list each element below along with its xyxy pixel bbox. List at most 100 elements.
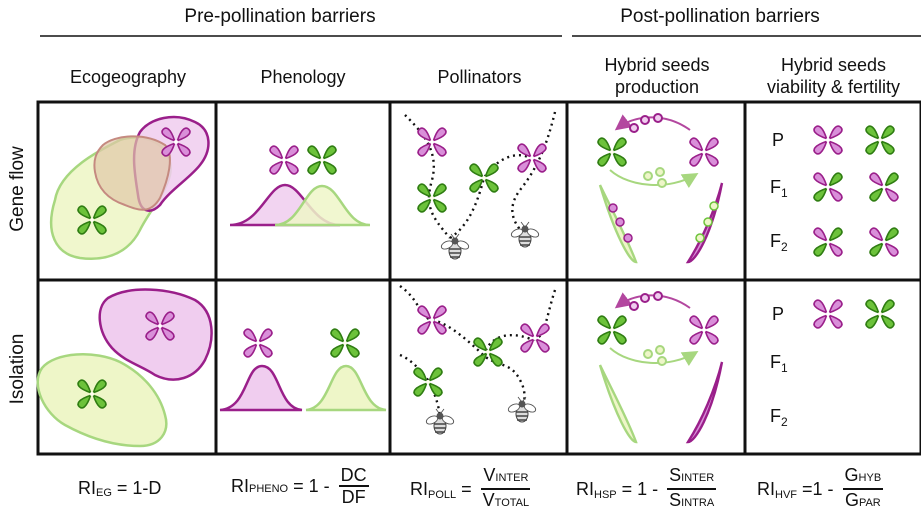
formula-hsp-sub: HSP xyxy=(594,489,617,501)
formula-pheno-den: DF xyxy=(341,487,366,507)
grid xyxy=(36,100,921,456)
green-flower-icon xyxy=(863,123,897,157)
formula-hvf-den-base: G xyxy=(844,490,859,510)
green-flower-icon xyxy=(305,143,339,177)
gen-f1-sub: 1 xyxy=(781,186,788,200)
bee-icon xyxy=(506,396,538,423)
formula-hsp-num-sub: INTER xyxy=(681,472,715,484)
formula-hvf-num: GHYB xyxy=(842,465,884,490)
formula-pheno-ri: RI xyxy=(231,475,249,496)
green-flower-icon xyxy=(411,365,445,399)
pre-pollination-header: Pre-pollination barriers xyxy=(184,6,376,27)
formula-poll-den-base: V xyxy=(482,490,495,510)
hvf-isolation xyxy=(811,297,897,331)
column-hybrid-seeds-viability: Hybrid seeds viability & fertility xyxy=(746,54,921,98)
formula-hsp-num-base: S xyxy=(669,465,682,485)
formula-poll-ri: RI xyxy=(410,478,428,499)
formula-eg-ri: RI xyxy=(78,478,96,498)
green-flower-icon xyxy=(467,161,501,195)
phenology-geneflow xyxy=(229,143,371,227)
green-flower-icon xyxy=(328,326,362,360)
formula-poll-den: VTOTAL xyxy=(481,490,531,513)
gen-p-geneflow: P xyxy=(772,130,785,150)
formula-hsp-den-base: S xyxy=(669,490,682,510)
gen-f1-sub: 1 xyxy=(781,361,788,375)
bee-icon xyxy=(509,221,541,248)
purple-flower-icon xyxy=(518,321,552,355)
gen-p-isolation: P xyxy=(772,304,785,324)
purple-flower-icon xyxy=(415,303,449,337)
column-hybrid-seeds-production: Hybrid seeds production xyxy=(568,54,746,98)
formula-hsp-fraction: SINTER SINTRA xyxy=(667,465,717,513)
green-flower-icon xyxy=(471,335,505,369)
gen-f1-base: F xyxy=(770,177,781,197)
formula-hsp-den-sub: INTRA xyxy=(681,497,715,509)
hvf-geneflow xyxy=(811,123,901,259)
formula-hsp-num: SINTER xyxy=(667,465,717,490)
formula-hsp-ri: RI xyxy=(576,478,594,499)
column-hsp-line1: Hybrid seeds xyxy=(604,55,710,75)
formula-hvf-den-sub: PAR xyxy=(858,497,881,509)
formula-hvf-num-sub: HYB xyxy=(858,472,882,484)
ecogeo-geneflow xyxy=(50,115,210,261)
formula-poll-sub: POLL xyxy=(428,489,457,501)
formula-hvf-ri: RI xyxy=(757,478,775,499)
formula-poll-num-sub: INTER xyxy=(495,472,529,484)
purple-flower-icon xyxy=(687,313,721,347)
formula-hsp-den: SINTRA xyxy=(667,490,716,513)
formula-hvf-rhs: =1 - xyxy=(797,478,839,499)
purple-flower-icon xyxy=(415,125,449,159)
formula-hvf-den: GPAR xyxy=(843,490,883,513)
gen-f1-base: F xyxy=(770,352,781,372)
column-hvf-line2: viability & fertility xyxy=(766,77,901,97)
formula-pheno-fraction: DC DF xyxy=(338,465,369,507)
pollinators-geneflow xyxy=(404,111,557,260)
formula-pheno-rhs: = 1 - xyxy=(288,475,335,496)
purple-flower-icon xyxy=(811,297,845,331)
formula-poll-rhs: = xyxy=(456,478,477,499)
purple-flower-icon xyxy=(267,143,301,177)
green-flower-icon xyxy=(415,181,449,215)
gen-f1-isolation: F1 xyxy=(770,352,788,375)
ecogeo-isolation xyxy=(36,288,213,448)
hybrid-flower-icon xyxy=(867,170,901,204)
purple-flower-icon xyxy=(241,326,275,360)
column-phenology: Phenology xyxy=(260,67,346,87)
formula-eg-sub: EG xyxy=(96,487,112,499)
pollinators-isolation xyxy=(399,285,557,435)
green-flower-icon xyxy=(595,135,629,169)
green-flower-icon xyxy=(863,297,897,331)
formula-hvf-sub: HVF xyxy=(775,489,797,501)
gen-f2-base: F xyxy=(770,406,781,426)
column-ecogeography: Ecogeography xyxy=(69,67,187,87)
column-pollinators: Pollinators xyxy=(437,67,522,87)
hsp-geneflow xyxy=(595,113,724,264)
formula-hvf-num-base: G xyxy=(844,465,859,485)
purple-flower-icon xyxy=(687,135,721,169)
bee-icon xyxy=(439,233,471,260)
bee-icon xyxy=(424,408,456,435)
gen-f2-base: F xyxy=(770,231,781,251)
gen-f2-sub: 2 xyxy=(781,415,788,429)
green-flower-icon xyxy=(595,313,629,347)
purple-flower-icon xyxy=(515,141,549,175)
phenology-isolation xyxy=(219,326,387,412)
gen-f1-geneflow: F1 xyxy=(770,177,788,200)
purple-flower-icon xyxy=(811,123,845,157)
formula-pheno-sub: PHENO xyxy=(249,483,289,495)
formula-poll-num-base: V xyxy=(483,465,496,485)
formula-poll-den-sub: TOTAL xyxy=(494,497,530,509)
hybrid-flower-icon xyxy=(811,225,845,259)
hsp-isolation xyxy=(595,291,724,444)
hybrid-flower-icon xyxy=(811,170,845,204)
formula-hvf-fraction: GHYB GPAR xyxy=(842,465,884,513)
post-pollination-header: Post-pollination barriers xyxy=(620,6,820,27)
column-hsp-line2: production xyxy=(614,77,700,97)
column-hvf-line1: Hybrid seeds xyxy=(780,55,887,75)
